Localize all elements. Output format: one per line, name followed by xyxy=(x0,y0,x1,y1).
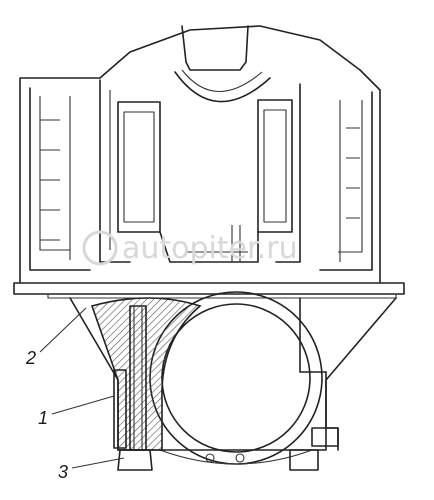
leader-1 xyxy=(51,395,115,415)
bolt-head-right xyxy=(289,449,319,471)
leader-2 xyxy=(39,307,87,353)
retaining-bolt xyxy=(113,305,319,471)
lower-cap xyxy=(69,291,397,465)
watermark: autopiter.ru xyxy=(82,230,298,266)
callout-3: 3 xyxy=(58,462,68,482)
leader-lines xyxy=(39,307,125,469)
upper-housing xyxy=(19,25,381,284)
watermark-text: autopiter.ru xyxy=(122,231,298,266)
bolt-head-left xyxy=(117,449,153,471)
callout-2: 2 xyxy=(25,348,36,368)
callout-1: 1 xyxy=(38,408,48,428)
leader-3 xyxy=(71,457,125,469)
lock-pin xyxy=(113,369,127,449)
mating-flange xyxy=(13,282,405,299)
